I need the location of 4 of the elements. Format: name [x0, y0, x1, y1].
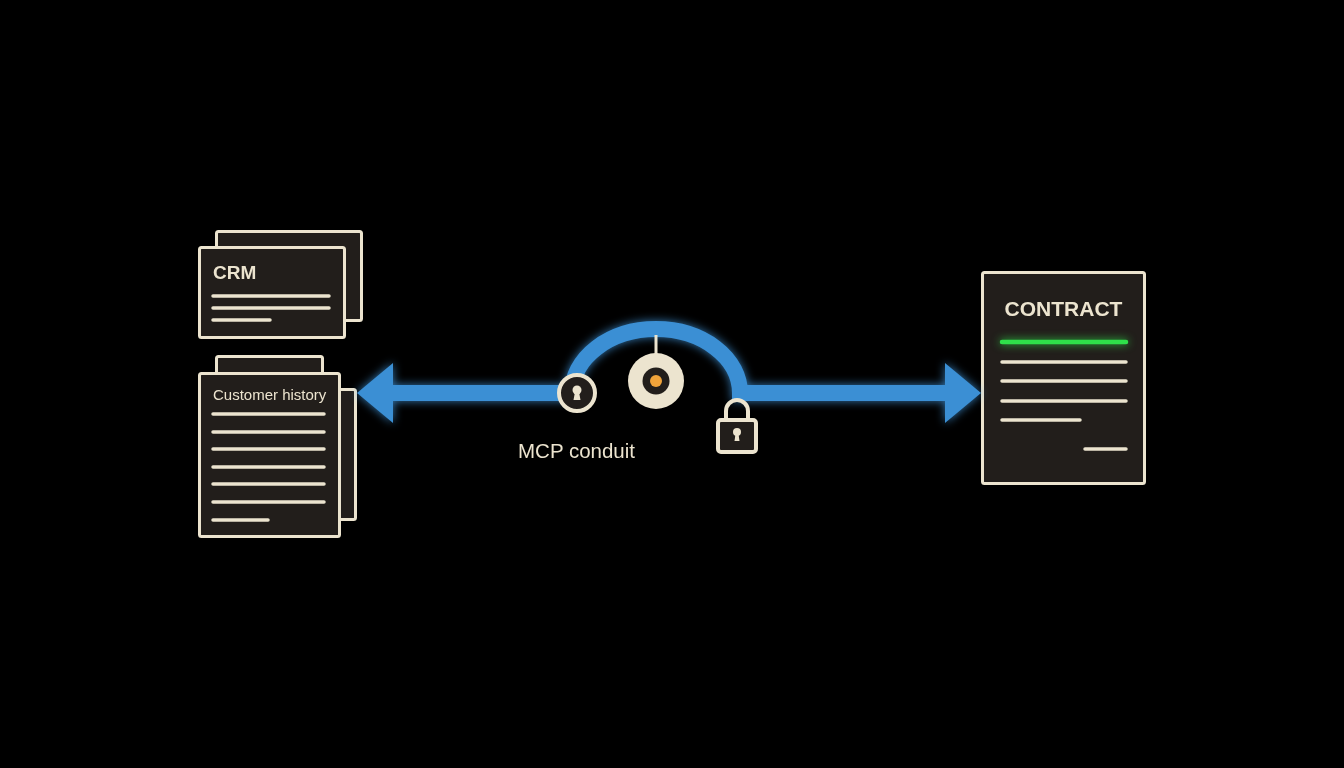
document-title: CONTRACT — [1004, 298, 1123, 319]
double-headed-arrow — [357, 321, 981, 423]
document-title: CRM — [213, 263, 257, 282]
document-title: Customer history — [213, 387, 327, 402]
